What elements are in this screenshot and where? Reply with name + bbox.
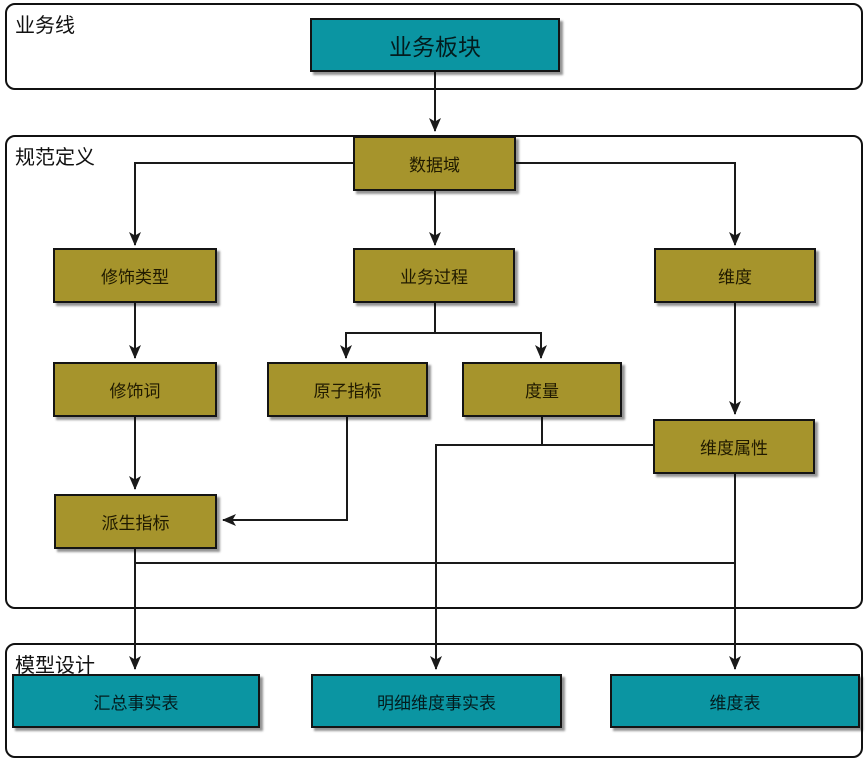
node-detail-fact-table: 明细维度事实表	[311, 674, 562, 728]
node-data-domain: 数据域	[353, 136, 516, 191]
edge-measure-to-detail-fact-table	[430, 444, 653, 670]
edge-data-domain-to-dimension	[516, 162, 741, 246]
node-dimension-table: 维度表	[610, 674, 860, 728]
node-measure: 度量	[462, 362, 622, 417]
edge-business-process-to-atomic-indicator	[340, 303, 436, 359]
node-dimension-label: 维度	[718, 268, 752, 287]
container-business-line-label: 业务线	[15, 15, 75, 37]
node-data-domain-label: 数据域	[409, 156, 460, 175]
node-modifier-type: 修饰类型	[53, 248, 217, 303]
container-spec-definition-label: 规范定义	[15, 147, 95, 169]
node-atomic-indicator-label: 原子指标	[313, 382, 382, 401]
node-modifier-type-label: 修饰类型	[101, 268, 169, 287]
edge-atomic-indicator-to-derived-indicator	[222, 417, 348, 526]
edge-business-process-to-measure	[435, 332, 547, 359]
node-derived-indicator: 派生指标	[54, 494, 217, 549]
node-measure-label: 度量	[525, 382, 559, 401]
node-dimension-attribute: 维度属性	[653, 419, 815, 474]
node-modifier-word-label: 修饰词	[109, 382, 161, 401]
node-dimension-table-label: 维度表	[709, 693, 761, 713]
node-atomic-indicator: 原子指标	[267, 362, 428, 417]
container-model-design-label: 模型设计	[15, 655, 95, 677]
node-business-process-label: 业务过程	[400, 268, 468, 287]
node-business-sector: 业务板块	[310, 18, 560, 72]
node-dimension: 维度	[654, 248, 816, 303]
node-summary-fact-table: 汇总事实表	[12, 674, 260, 728]
node-modifier-word: 修饰词	[53, 362, 217, 417]
node-derived-indicator-label: 派生指标	[101, 514, 170, 533]
node-dimension-attribute-label: 维度属性	[700, 439, 768, 458]
node-business-sector-label: 业务板块	[389, 34, 481, 60]
node-business-process: 业务过程	[353, 248, 515, 303]
node-summary-fact-table-label: 汇总事实表	[93, 693, 179, 713]
edge-data-domain-to-modifier-type	[129, 162, 353, 246]
node-detail-fact-table-label: 明细维度事实表	[377, 693, 496, 713]
